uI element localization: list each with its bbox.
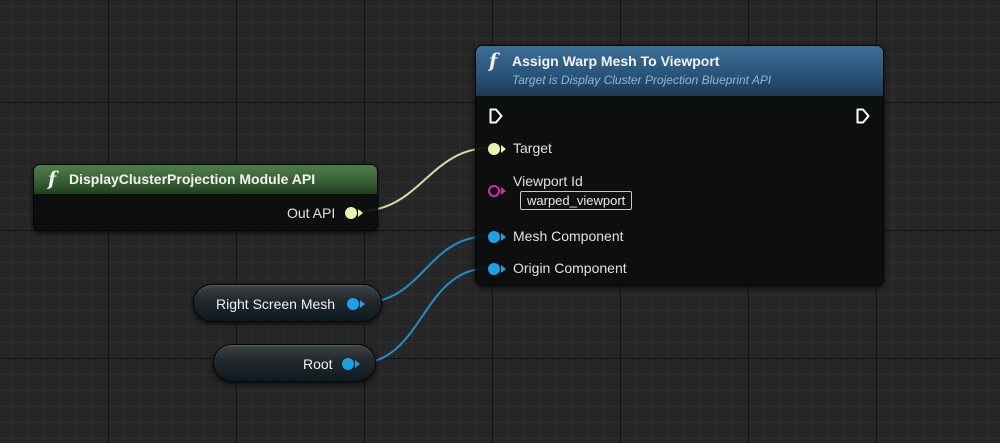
wire-root-to-origincomponent <box>354 267 491 365</box>
target-pin[interactable] <box>488 143 500 155</box>
root-pin[interactable] <box>342 358 354 370</box>
out-api-label: Out API <box>287 205 336 221</box>
node-subtitle: Target is Display Cluster Projection Blu… <box>512 73 772 87</box>
origin-component-label: Origin Component <box>513 260 627 276</box>
module-api-node[interactable]: f DisplayClusterProjection Module API Ou… <box>33 164 378 231</box>
origin-component-pin[interactable] <box>488 263 500 275</box>
function-icon: f <box>489 50 498 72</box>
viewport-id-label: Viewport Id <box>513 173 583 189</box>
target-pin-arrow <box>501 145 506 153</box>
target-label: Target <box>513 140 552 156</box>
assign-warp-mesh-header[interactable]: f Assign Warp Mesh To Viewport Target is… <box>476 46 883 96</box>
variable-label: Right Screen Mesh <box>216 296 336 312</box>
origin-component-pin-arrow <box>501 265 506 273</box>
right-screen-mesh-pin-arrow <box>360 300 365 308</box>
viewport-id-pin[interactable] <box>488 185 500 197</box>
root-getter[interactable]: Root <box>213 344 376 382</box>
right-screen-mesh-pin[interactable] <box>347 298 359 310</box>
mesh-component-pin-arrow <box>501 233 506 241</box>
out-api-pin-arrow <box>358 209 363 217</box>
function-icon: f <box>48 168 57 190</box>
mesh-component-pin[interactable] <box>488 231 500 243</box>
module-api-header[interactable]: f DisplayClusterProjection Module API <box>34 165 377 194</box>
variable-label: Root <box>303 356 333 372</box>
node-title: Assign Warp Mesh To Viewport <box>512 53 720 69</box>
viewport-id-pin-arrow <box>501 187 506 195</box>
out-api-pin[interactable] <box>345 207 357 219</box>
node-title: DisplayClusterProjection Module API <box>69 171 316 187</box>
right-screen-mesh-getter[interactable]: Right Screen Mesh <box>193 284 382 322</box>
viewport-id-field[interactable]: warped_viewport <box>520 191 633 210</box>
mesh-component-label: Mesh Component <box>513 228 624 244</box>
wire-outapi-to-target <box>359 147 491 212</box>
exec-out-pin[interactable] <box>856 108 870 124</box>
exec-in-pin[interactable] <box>489 108 503 124</box>
assign-warp-mesh-node[interactable]: f Assign Warp Mesh To Viewport Target is… <box>475 45 884 286</box>
root-pin-arrow <box>355 360 360 368</box>
